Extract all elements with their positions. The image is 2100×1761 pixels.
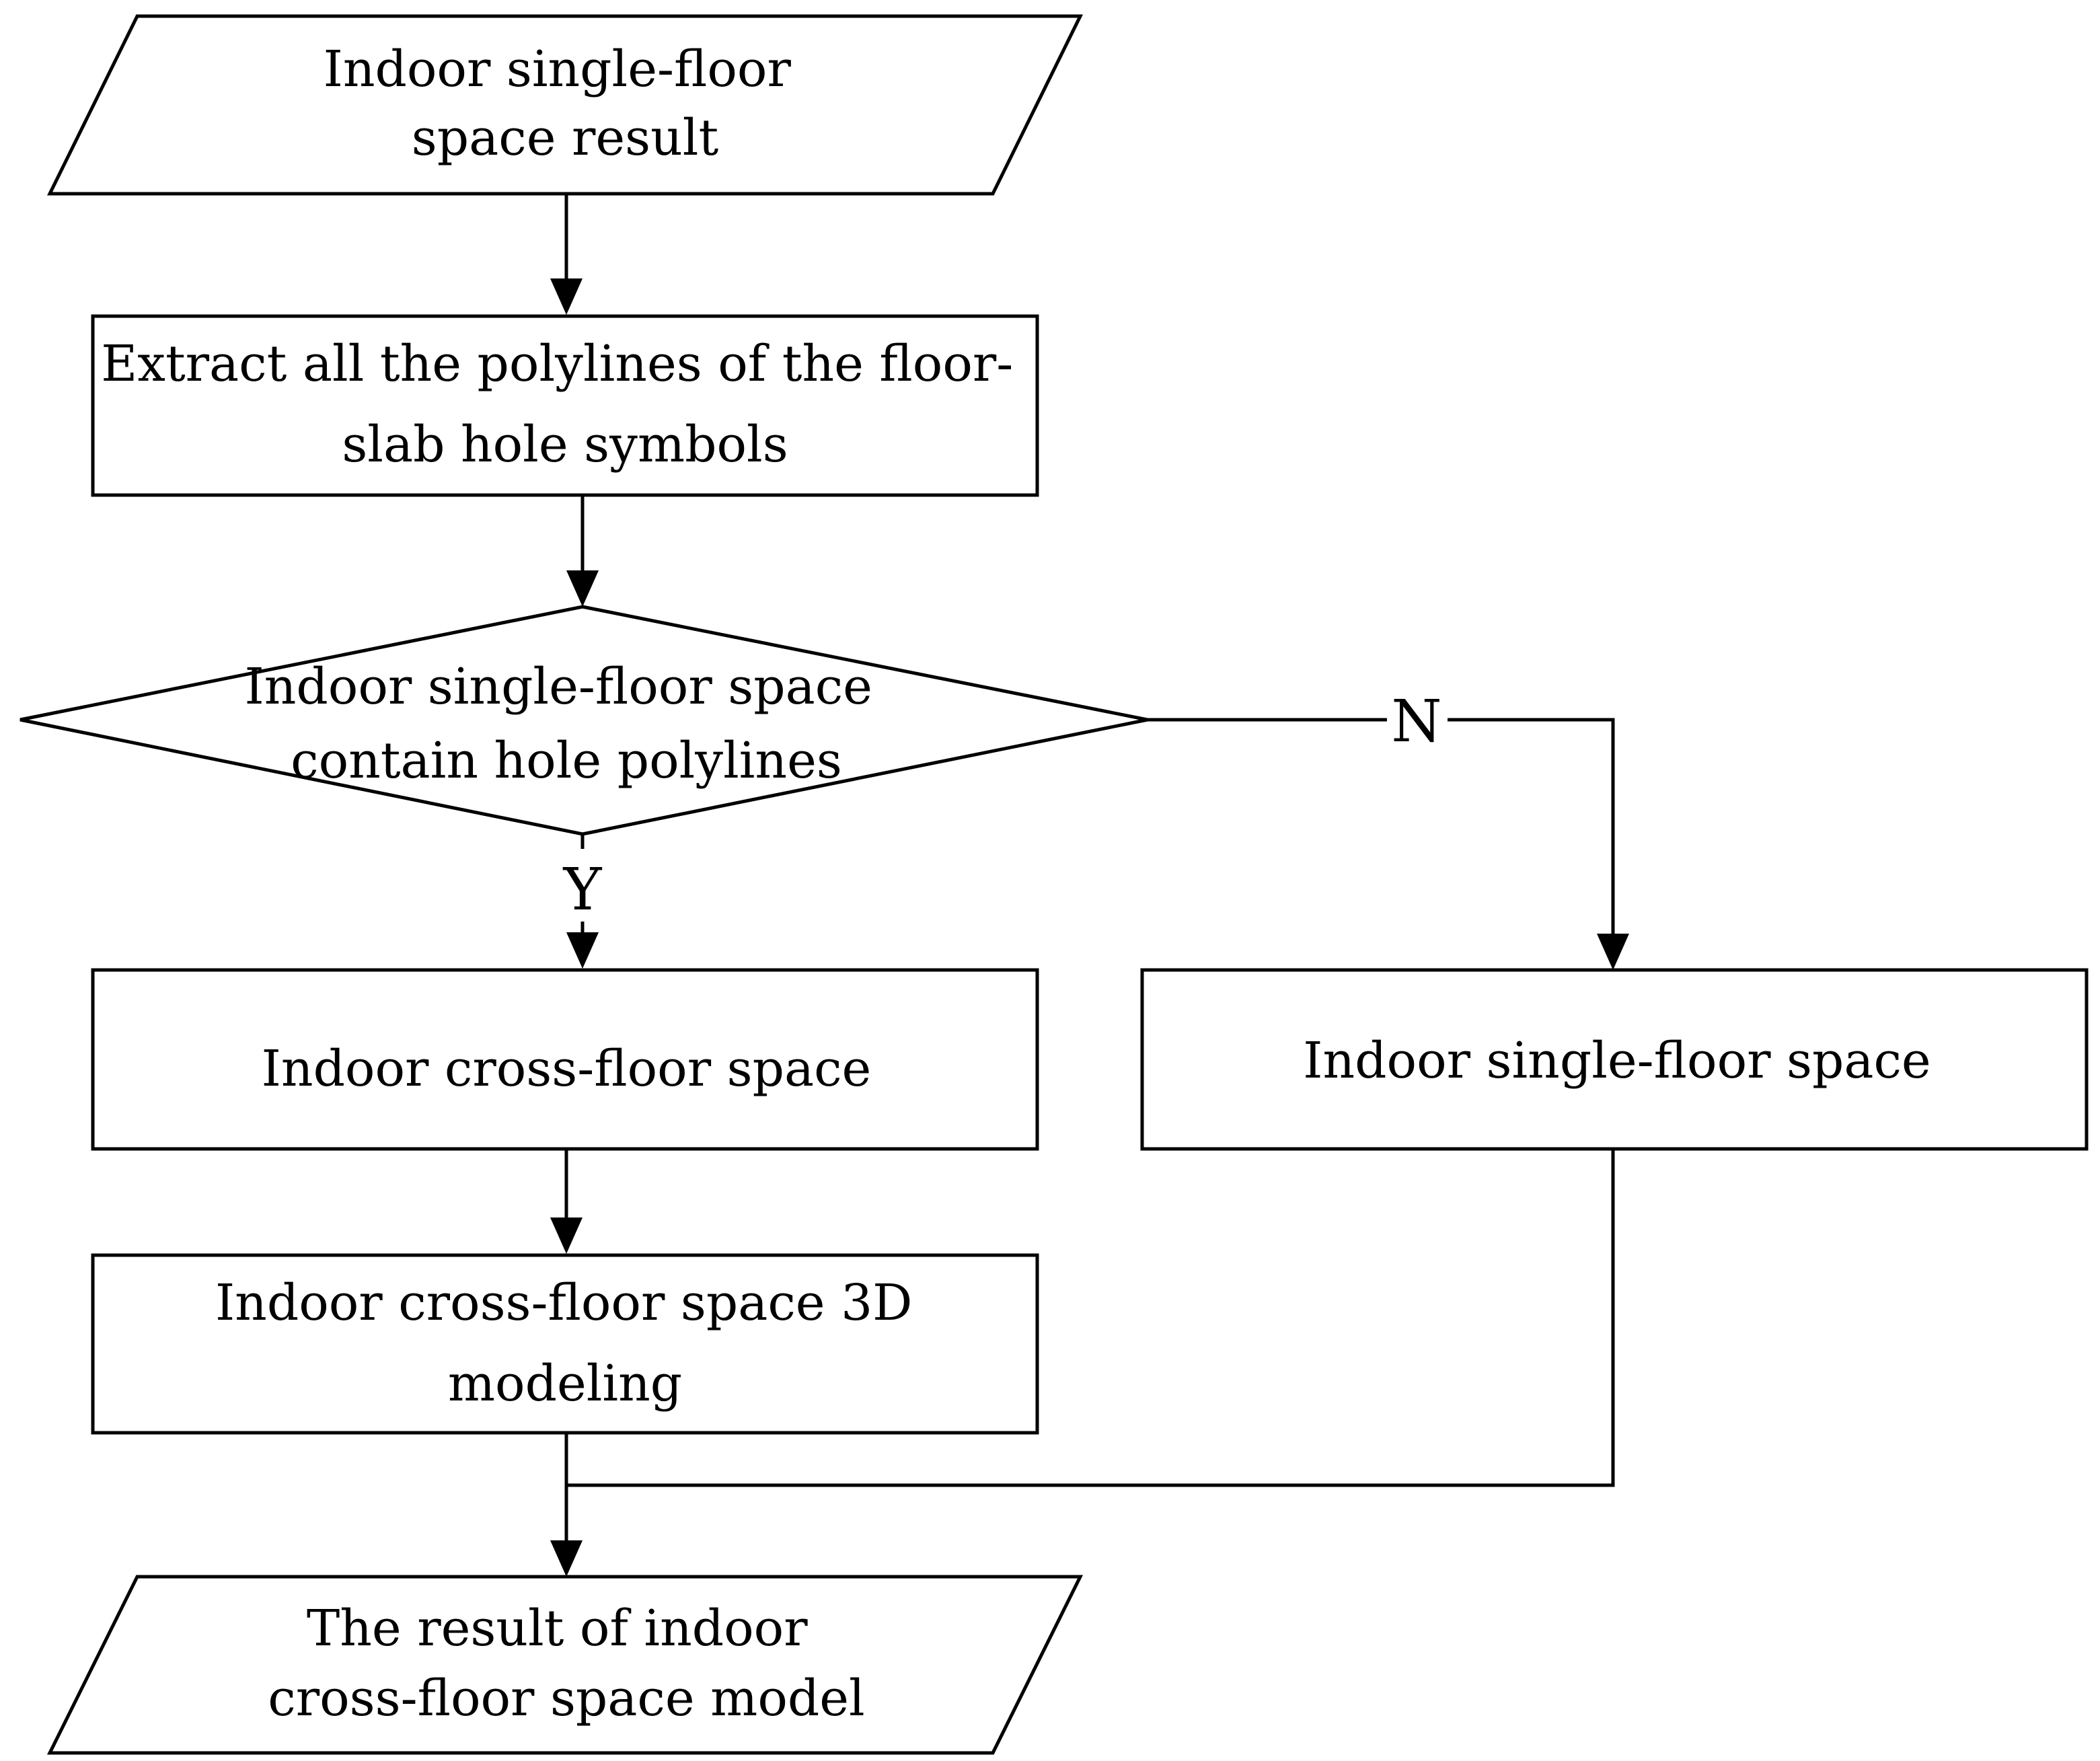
input-node: Indoor single-floor space result	[46, 14, 1084, 196]
decision-text-line-1: Indoor single-floor space	[245, 658, 872, 716]
modeling-box	[91, 1253, 1039, 1435]
svg-text:Indoor single-floor spac: Indoor single-floor space result	[324, 40, 807, 167]
svg-text:Indoor cross-floor space 3D: Indoor cross-floor space 3D modeling	[215, 1274, 928, 1413]
extract-box	[91, 314, 1039, 497]
decision-node: Indoor single-floor space contain hole p…	[20, 605, 1148, 836]
cross-floor-box	[91, 968, 1039, 1151]
svg-text:Indoor single-floor space: Indoor single-floor space contain hole p…	[245, 658, 889, 790]
svg-text:Extract all the polylines of t: Extract all the polylines of the floor- …	[101, 335, 1029, 474]
single-floor-box	[1140, 968, 2089, 1151]
edge-label-no: N	[1391, 688, 1441, 755]
single-floor-node: Indoor single-floor space	[1140, 968, 2089, 1151]
input-text-line-2: space result	[412, 109, 719, 167]
arrowhead-extract	[550, 278, 583, 315]
modeling-node: Indoor cross-floor space 3D modeling	[91, 1253, 1039, 1435]
svg-text:Indoor cross-floor space: Indoor cross-floor space	[262, 1040, 872, 1098]
extract-text-line-1: Extract all the polylines of the floor-	[101, 335, 1013, 393]
connector-single-floor-merge	[566, 1149, 1615, 1487]
svg-text:Indoor single-floor space: Indoor single-floor space	[1303, 1032, 1930, 1090]
svg-text:The result of indoor cro: The result of indoor cross-floor space m…	[268, 1600, 864, 1727]
output-text-line-2: cross-floor space model	[268, 1670, 864, 1727]
input-parallelogram	[46, 14, 1084, 196]
output-text-line-1: The result of indoor	[307, 1600, 808, 1657]
connector-decision-no-right	[1448, 718, 1615, 936]
edge-label-yes: Y	[563, 856, 603, 924]
arrowhead-output	[550, 1540, 583, 1577]
modeling-text-line-2: modeling	[448, 1355, 682, 1413]
cross-floor-text: Indoor cross-floor space	[262, 1040, 872, 1098]
extract-node: Extract all the polylines of the floor- …	[91, 314, 1039, 497]
arrowhead-cross-floor	[566, 932, 599, 969]
decision-text-line-2: contain hole polylines	[291, 732, 842, 790]
arrowhead-single-floor	[1597, 934, 1629, 970]
decision-diamond	[20, 605, 1148, 836]
arrowhead-decision	[566, 570, 599, 607]
output-parallelogram	[46, 1575, 1084, 1755]
arrowhead-modeling	[550, 1217, 583, 1254]
cross-floor-node: Indoor cross-floor space	[91, 968, 1039, 1151]
extract-text-line-2: slab hole symbols	[342, 416, 788, 474]
output-node: The result of indoor cross-floor space m…	[46, 1575, 1084, 1755]
input-text-line-1: Indoor single-floor	[324, 40, 792, 98]
modeling-text-line-1: Indoor cross-floor space 3D	[215, 1274, 913, 1332]
single-floor-text: Indoor single-floor space	[1303, 1032, 1930, 1090]
connectors	[550, 194, 1629, 1577]
